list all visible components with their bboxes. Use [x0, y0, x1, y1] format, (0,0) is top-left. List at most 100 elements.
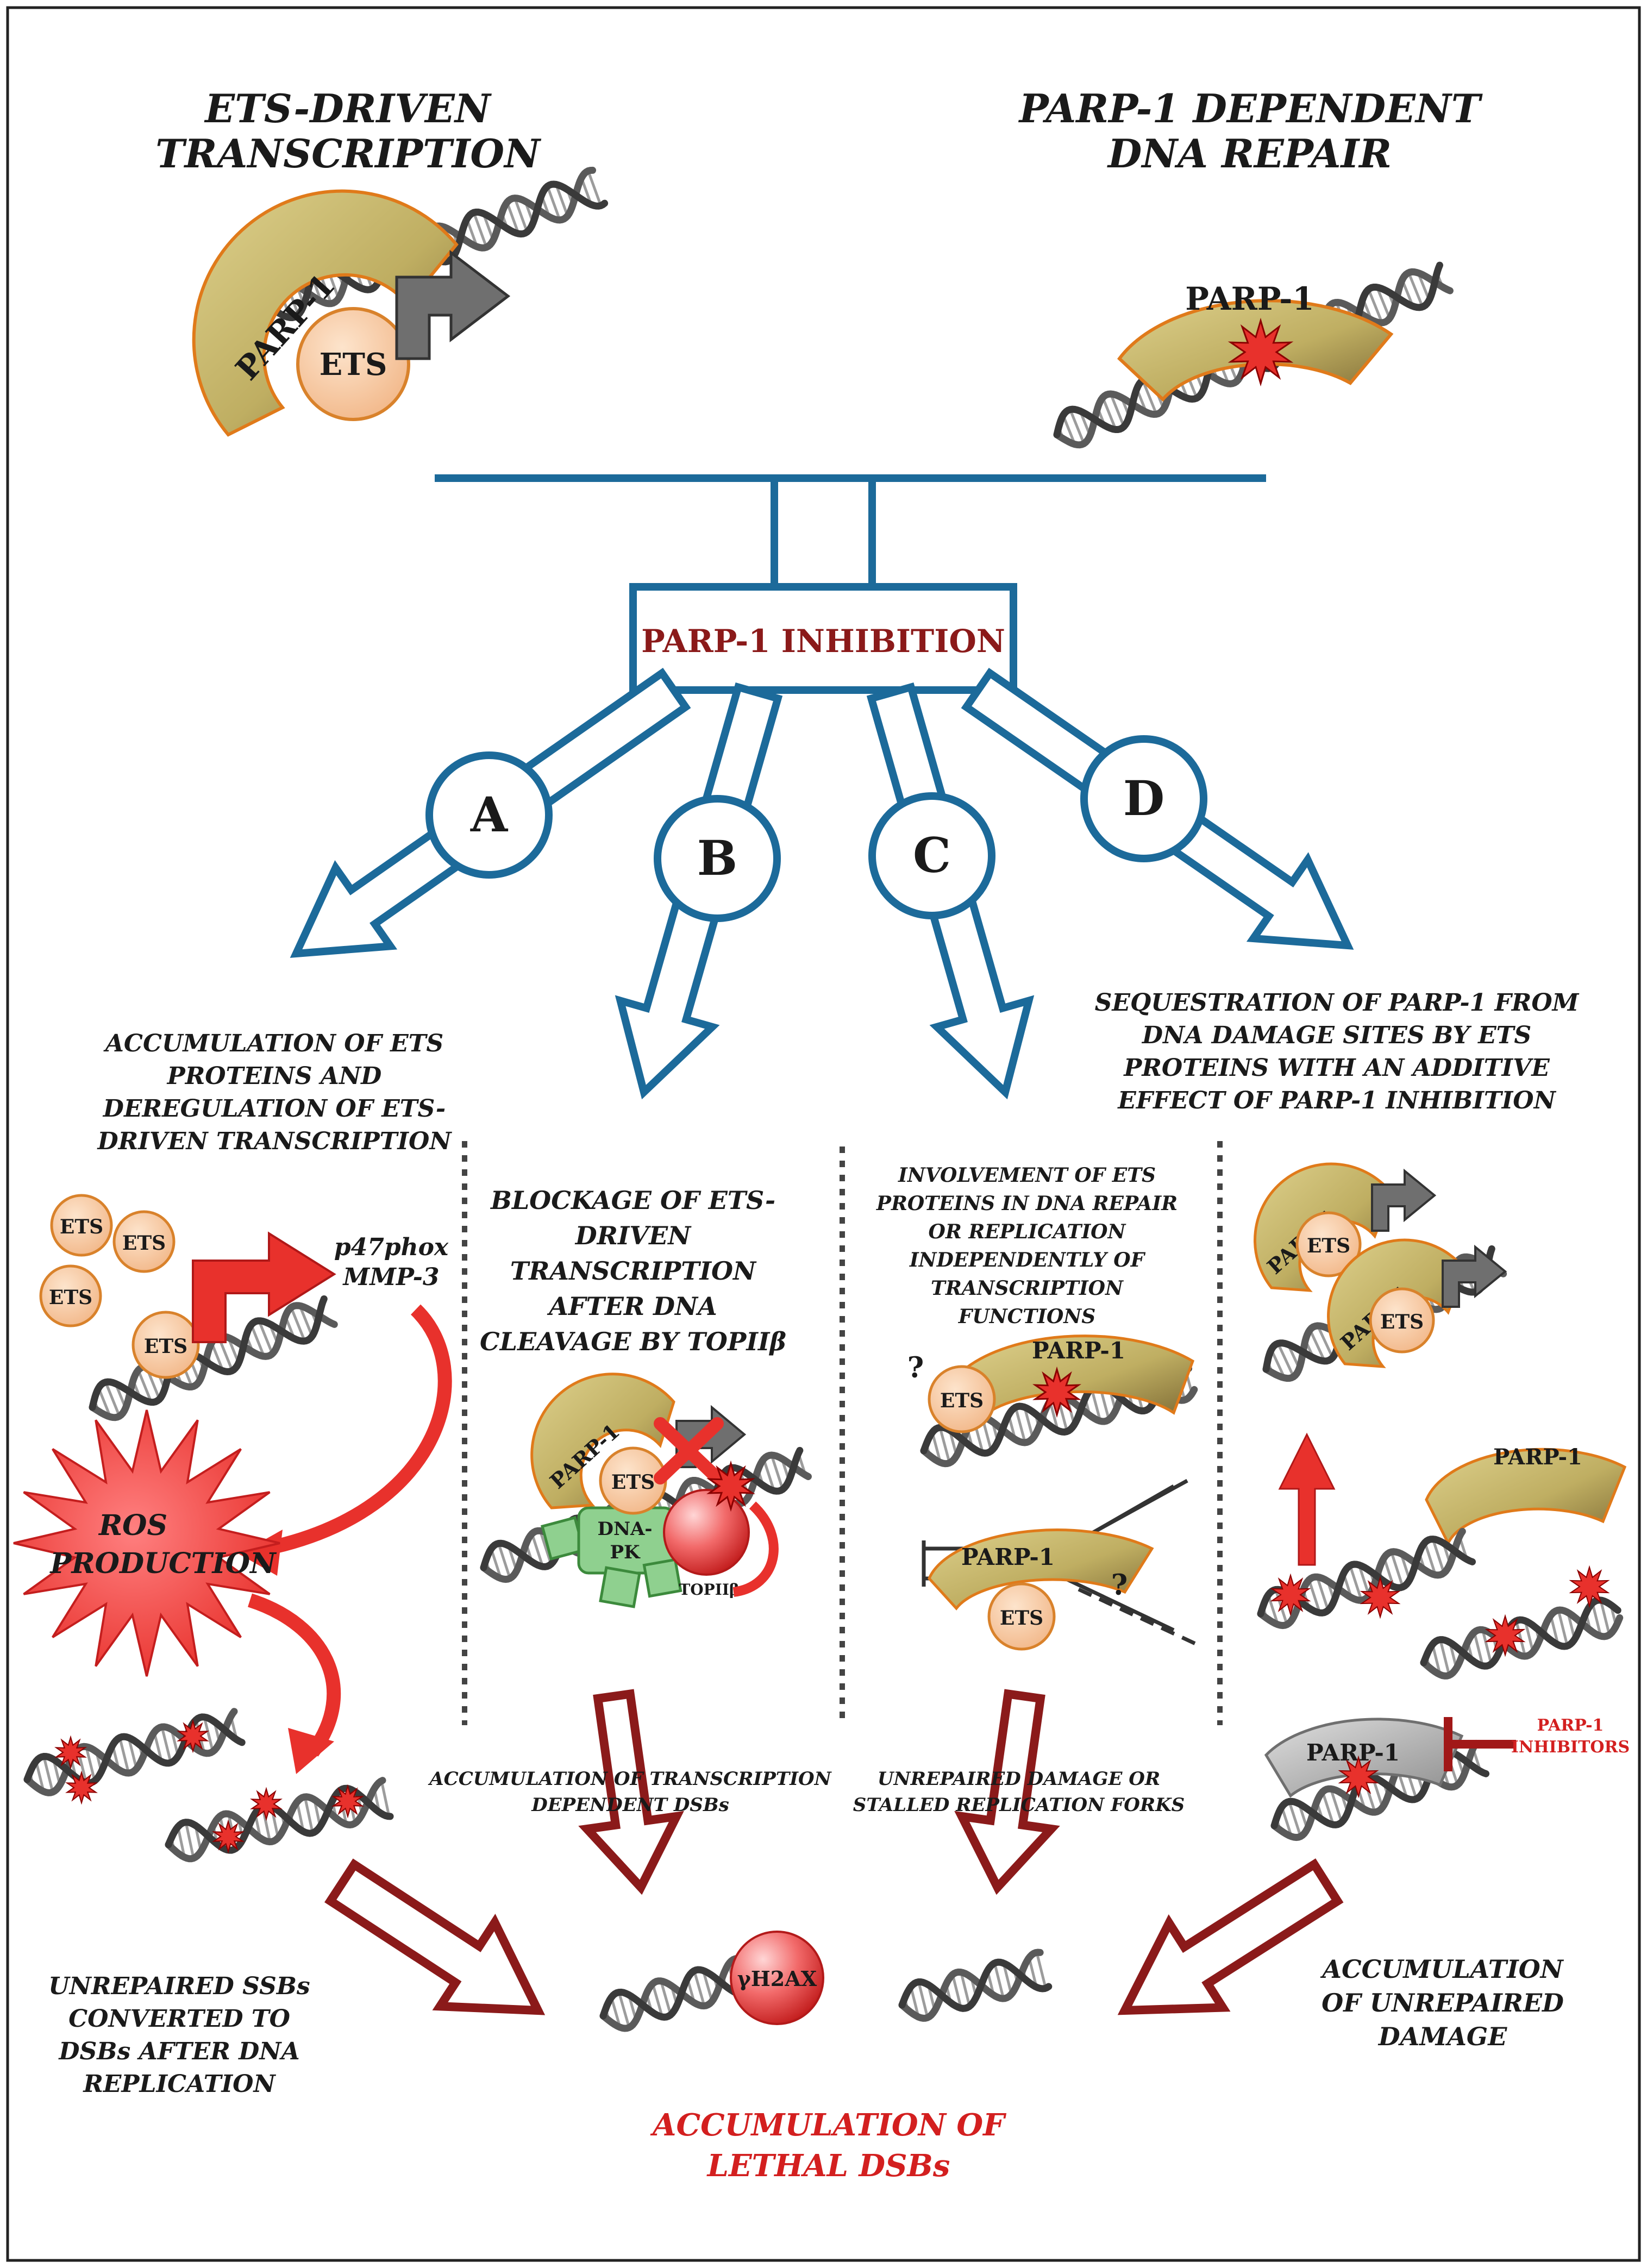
branch-a-ets-cluster: ETS ETS ETS — [39, 1194, 176, 1327]
result-line-2: LETHAL DSBs — [706, 2148, 950, 2184]
letter-a-badge: A — [425, 751, 553, 879]
c-parp1-label-1: PARP-1 — [1032, 1337, 1125, 1364]
parp1-inhibitors-line-1: PARP-1 — [1537, 1716, 1604, 1735]
branch-d-damaged-dna-1 — [1257, 1527, 1476, 1630]
dna-pk-line-1: DNA- — [597, 1518, 652, 1540]
left-title-line-1: ETS-DRIVEN — [204, 85, 492, 131]
d-damage-2-icon — [1360, 1576, 1401, 1619]
ssb-5-icon — [212, 1819, 245, 1854]
letter-c-badge: C — [868, 792, 995, 919]
topii-enzyme — [663, 1489, 750, 1576]
ssb-2-icon — [65, 1770, 98, 1805]
bottom-caption-a: UNREPAIRED SSBs CONVERTED TO DSBs AFTER … — [48, 1972, 310, 2098]
b-block-cross-icon — [654, 1417, 724, 1484]
caption-c-line-3: OR REPLICATION — [929, 1220, 1127, 1243]
a-ets-1: ETS — [60, 1216, 103, 1238]
d-damage-4-icon — [1569, 1565, 1610, 1608]
gene-mmp3: MMP-3 — [342, 1263, 440, 1291]
arrow-a-to-result — [324, 1858, 546, 2015]
top-left-transcription-arrow-icon — [395, 249, 511, 360]
caption-d-line-2: DNA DAMAGE SITES BY ETS — [1141, 1022, 1531, 1049]
d-transcription-arrow-1-icon — [1371, 1168, 1437, 1232]
branch-b-dnapk — [540, 1506, 682, 1608]
branch-a-damaged-dna-2 — [165, 1777, 394, 1863]
gh2ax-marker — [730, 1931, 824, 2025]
separators — [462, 1141, 1223, 1725]
d-parp1-label-3: PARP-1 — [1493, 1444, 1582, 1470]
parp1-inhibitors-line-2: INHIBITORS — [1511, 1738, 1630, 1757]
branch-c-ets-b: ETS — [987, 1582, 1056, 1651]
bottom-d-line-2: OF UNREPAIRED — [1322, 1988, 1564, 2018]
d-damage-3-icon — [1485, 1614, 1526, 1657]
branch-a-transcription-arrow-icon — [192, 1231, 336, 1343]
top-left-ets: ETS — [296, 307, 410, 421]
caption-a-line-1: ACCUMULATION OF ETS — [103, 1030, 443, 1057]
c-ets-label-2: ETS — [1000, 1607, 1043, 1630]
d-damage-1-icon — [1270, 1573, 1311, 1617]
parp1-inhibition-box — [629, 583, 1017, 694]
c-arrow-caption-line-2: STALLED REPLICATION FORKS — [853, 1794, 1185, 1816]
caption-c: INVOLVEMENT OF ETS PROTEINS IN DNA REPAI… — [876, 1164, 1178, 1328]
caption-a-line-2: PROTEINS AND — [166, 1062, 382, 1090]
branch-a-curve-2 — [248, 1593, 341, 1757]
c-question-1: ? — [907, 1351, 924, 1384]
branch-a-curve-2-head — [288, 1728, 334, 1774]
parp1-inhibition-label: PARP-1 INHIBITION — [641, 623, 1005, 660]
ssb-1-icon — [54, 1735, 87, 1770]
branch-c-parp1-b: PARP-1 — [928, 1528, 1154, 1611]
top-left-ets-label: ETS — [320, 347, 387, 383]
b-arrow-caption-line-1: ACCUMULATION OF TRANSCRIPTION — [428, 1768, 832, 1790]
branch-a-dna — [89, 1295, 338, 1421]
c-ets-label-1: ETS — [940, 1389, 984, 1412]
bottom-caption-d: ACCUMULATION OF UNREPAIRED DAMAGE — [1320, 1954, 1564, 2051]
caption-d: SEQUESTRATION OF PARP-1 FROM DNA DAMAGE … — [1095, 989, 1580, 1114]
branch-d-ets-b: ETS — [1369, 1287, 1435, 1354]
branch-c-parp1-a: PARP-1 — [963, 1335, 1195, 1421]
right-title-line-1: PARP-1 DEPENDENT — [1018, 85, 1483, 131]
caption-b-line-4: AFTER DNA — [547, 1292, 717, 1321]
c-arrow-caption-line-1: UNREPAIRED DAMAGE OR — [878, 1768, 1160, 1790]
arrow-d-to-result — [1117, 1858, 1344, 2015]
caption-b: BLOCKAGE OF ETS- DRIVEN TRANSCRIPTION AF… — [480, 1186, 786, 1356]
caption-c-line-5: TRANSCRIPTION — [931, 1277, 1124, 1300]
bottom-a-line-1: UNREPAIRED SSBs — [48, 1972, 310, 2000]
caption-d-line-1: SEQUESTRATION OF PARP-1 FROM — [1095, 989, 1580, 1017]
caption-c-line-6: FUNCTIONS — [958, 1305, 1095, 1328]
letter-c: C — [913, 827, 951, 884]
inhibition-bar-icon — [1444, 1717, 1516, 1771]
caption-d-line-3: PROTEINS WITH AN ADDITIVE — [1123, 1054, 1550, 1082]
ssb-4-icon — [250, 1787, 283, 1821]
branch-d-free-parp1: PARP-1 — [1425, 1444, 1627, 1546]
a-ets-3: ETS — [49, 1286, 92, 1309]
branch-c-ets-a: ETS — [928, 1365, 996, 1433]
right-title-line-2: DNA REPAIR — [1107, 130, 1392, 177]
caption-a-line-3: DEREGULATION OF ETS- — [102, 1095, 446, 1123]
dark-red-arrows — [324, 1689, 1344, 2015]
c-parp1-label-2: PARP-1 — [961, 1544, 1055, 1570]
ros-line-2: PRODUCTION — [49, 1547, 277, 1580]
letter-d-badge: D — [1080, 735, 1207, 862]
d-up-arrow-icon — [1278, 1432, 1336, 1566]
caption-c-line-4: INDEPENDENTLY OF — [909, 1249, 1146, 1271]
ros-line-1: ROS — [98, 1509, 167, 1542]
letter-a: A — [470, 786, 509, 843]
caption-b-line-1: BLOCKAGE OF ETS- — [490, 1186, 775, 1215]
bottom-a-line-2: CONVERTED TO — [68, 2005, 290, 2033]
result-dna-right — [898, 1949, 1053, 2022]
b-ets-label: ETS — [611, 1471, 655, 1494]
bottom-d-line-1: ACCUMULATION — [1320, 1954, 1564, 1984]
caption-b-line-5: CLEAVAGE BY TOPIIβ — [480, 1327, 786, 1356]
d-damage-5-icon — [1338, 1755, 1379, 1799]
bottom-a-line-4: REPLICATION — [82, 2070, 276, 2098]
caption-d-line-4: EFFECT OF PARP-1 INHIBITION — [1117, 1087, 1556, 1114]
caption-a: ACCUMULATION OF ETS PROTEINS AND DEREGUL… — [96, 1030, 452, 1155]
arrow-b-to-result — [578, 1689, 684, 1895]
ros-burst-icon — [13, 1409, 280, 1677]
dna-pk-line-2: PK — [610, 1542, 641, 1563]
c-damage-icon — [1032, 1366, 1081, 1418]
d-ets-label-1: ETS — [1307, 1235, 1350, 1257]
d-parp1-label-4: PARP-1 — [1306, 1739, 1400, 1766]
bottom-a-line-3: DSBs AFTER DNA — [58, 2038, 299, 2065]
